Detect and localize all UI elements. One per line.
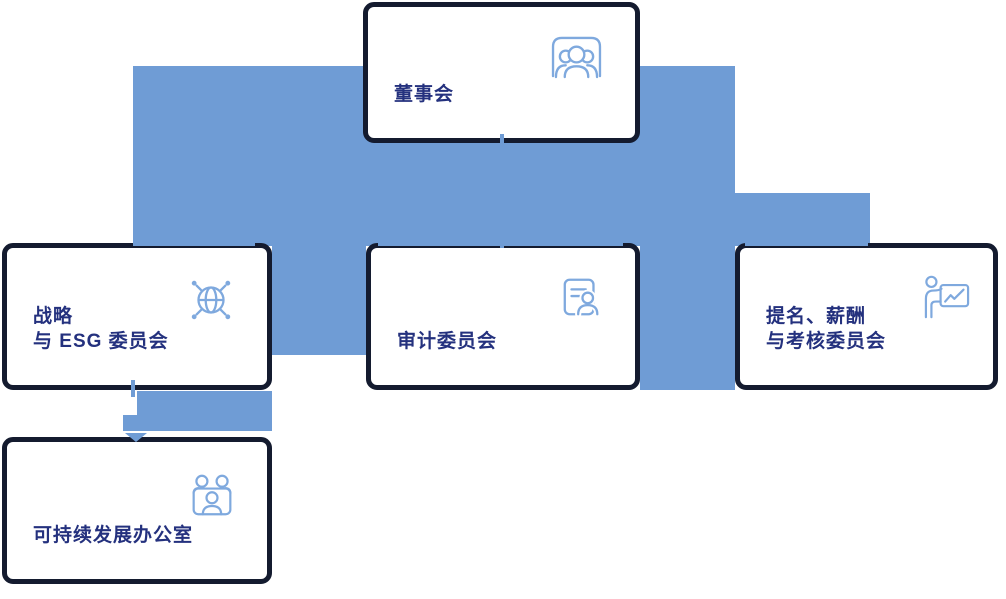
office-people-icon bbox=[188, 473, 236, 517]
node-label-line: 与 ESG 委员会 bbox=[33, 331, 169, 352]
audit-card-icon bbox=[560, 275, 604, 319]
node-board-of-directors: 董事会 bbox=[363, 2, 640, 143]
connector-line-strategy-sustainability bbox=[131, 380, 135, 397]
node-label: 董事会 bbox=[394, 82, 454, 107]
node-nomination-remuneration-committee: 提名、薪酬 与考核委员会 bbox=[735, 243, 998, 390]
presenter-chart-icon bbox=[922, 275, 972, 319]
node-label-line: 可持续发展办公室 bbox=[33, 525, 194, 546]
connector-line-board-audit bbox=[500, 134, 504, 248]
globe-network-icon bbox=[186, 275, 236, 325]
node-label: 审计委员会 bbox=[397, 329, 497, 354]
people-meeting-icon bbox=[549, 34, 604, 79]
node-label-line: 提名、薪酬 bbox=[766, 306, 867, 327]
node-label: 战略 与 ESG 委员会 bbox=[33, 304, 169, 354]
node-label-line: 与考核委员会 bbox=[766, 331, 887, 352]
connector-down-bar bbox=[137, 391, 272, 431]
node-label-line: 审计委员会 bbox=[397, 331, 498, 352]
node-strategy-esg-committee: 战略 与 ESG 委员会 bbox=[2, 243, 272, 390]
connector-down-bar-step bbox=[123, 415, 139, 431]
connector-right-gap bbox=[640, 243, 735, 390]
connector-overlap-strategy bbox=[133, 236, 255, 246]
node-audit-committee: 审计委员会 bbox=[366, 243, 640, 390]
connector-left-gap bbox=[272, 243, 366, 355]
node-label-line: 战略 bbox=[33, 306, 74, 327]
node-label: 可持续发展办公室 bbox=[33, 523, 193, 548]
node-label-line: 董事会 bbox=[394, 84, 455, 105]
node-label: 提名、薪酬 与考核委员会 bbox=[766, 304, 886, 354]
arrow-down-icon bbox=[125, 433, 147, 442]
connector-overlap-nomination bbox=[745, 236, 868, 246]
node-sustainability-office: 可持续发展办公室 bbox=[2, 437, 272, 584]
